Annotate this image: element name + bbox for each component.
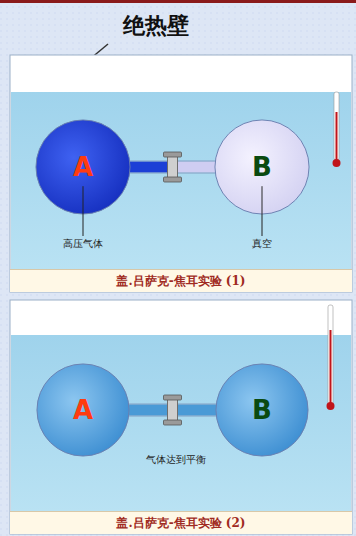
bulb-letter: A [35,152,131,182]
glass-bulb: A [36,363,130,457]
caption-text: 盖.吕萨克-焦耳实验 (2) [116,515,245,532]
equilibrium-label: 气体达到平衡 [146,453,206,467]
bulb-letter: A [36,395,130,425]
vacuum-label: 真空 [252,237,272,251]
experiment-panel: 盖.吕萨克-焦耳实验 (1) A B [10,55,352,292]
glass-bulb: A [35,119,131,215]
connecting-tube [129,152,216,182]
bulb-letter: B [215,395,309,425]
experiment-panel: 盖.吕萨克-焦耳实验 (2) A B [10,300,352,534]
caption-bar: 盖.吕萨克-焦耳实验 (1) [10,269,352,292]
glass-bulb: B [215,363,309,457]
bulb-letter: B [214,152,310,182]
wall-label: 绝热壁 [123,11,189,41]
connecting-tube [128,395,217,425]
caption-text: 盖.吕萨克-焦耳实验 (1) [116,273,245,290]
gas-label: 高压气体 [63,237,103,251]
glass-bulb: B [214,119,310,215]
caption-bar: 盖.吕萨克-焦耳实验 (2) [10,511,352,534]
